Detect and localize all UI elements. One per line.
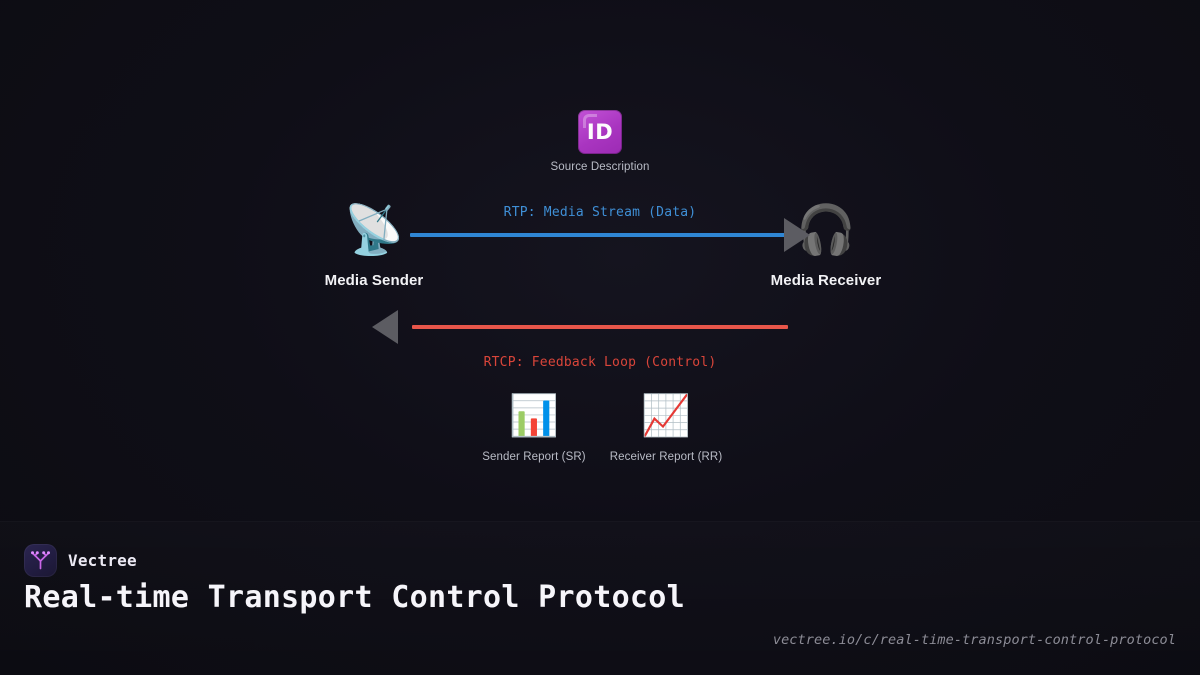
page-url[interactable]: vectree.io/c/real-time-transport-control… [772, 632, 1176, 648]
node-label-media-sender: Media Sender [324, 272, 424, 289]
node-receiver-report[interactable]: 📈 Receiver Report (RR) [596, 396, 736, 463]
bar-chart-icon: 📊 [509, 393, 559, 439]
vectree-logo-icon [24, 544, 57, 577]
node-source-description[interactable]: ID Source Description [530, 110, 670, 173]
id-badge-text: ID [586, 120, 614, 144]
arrow-right-icon [784, 218, 810, 252]
node-label-sender-report: Sender Report (SR) [482, 451, 586, 463]
chart-increasing-icon: 📈 [641, 393, 691, 439]
protocol-diagram: ID Source Description 📡 Media Sender 🎧 M… [304, 110, 882, 463]
brand-name: Vectree [68, 551, 137, 570]
node-label-media-receiver: Media Receiver [770, 272, 882, 289]
footer-bar: Vectree Real-time Transport Control Prot… [0, 521, 1200, 675]
arrow-left-icon [372, 310, 398, 344]
satellite-antenna-icon: 📡 [344, 202, 404, 258]
link-line-rtcp [412, 325, 788, 329]
node-label-receiver-report: Receiver Report (RR) [609, 451, 723, 463]
id-badge-icon: ID [578, 110, 622, 154]
node-media-sender[interactable]: 📡 Media Sender [304, 206, 444, 289]
link-line-rtp [410, 233, 788, 237]
link-label-rtp: RTP: Media Stream (Data) [503, 205, 697, 220]
page-title: Real-time Transport Control Protocol [24, 580, 686, 615]
link-label-rtcp: RTCP: Feedback Loop (Control) [483, 355, 717, 370]
node-label-source-description: Source Description [550, 161, 650, 173]
node-sender-report[interactable]: 📊 Sender Report (SR) [464, 396, 604, 463]
brand-row[interactable]: Vectree [24, 544, 137, 577]
